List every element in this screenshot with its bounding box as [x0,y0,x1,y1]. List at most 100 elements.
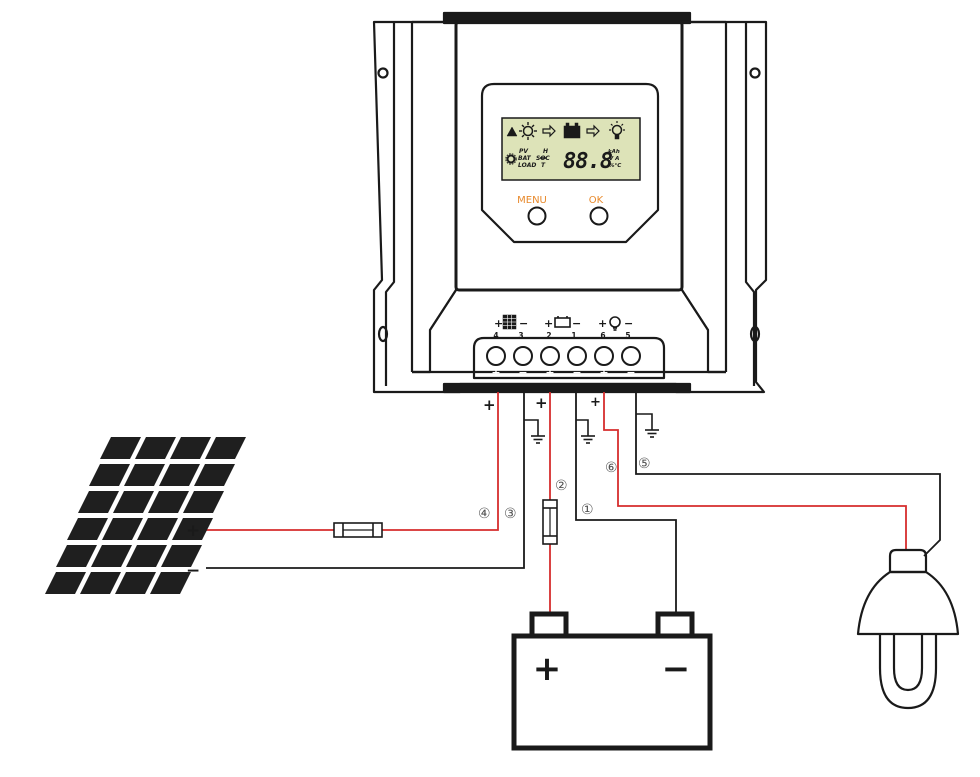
controller-side-left [412,20,458,374]
lcd-icons [505,121,625,165]
terminal-screw-5[interactable] [621,346,641,366]
solar-cell [170,437,211,459]
battery-plus-sign: + [533,649,562,689]
bulb-lcd-icon [611,124,623,136]
pv-group-plus: + [494,317,503,330]
solar-cell [126,545,167,567]
battery-mini-icon [554,316,571,328]
solar-cell [161,545,202,567]
lcd-unit-va: V A [609,156,619,162]
solar-cell [45,572,86,594]
lcd-label-h: H [543,148,548,155]
terminal-number-2: 2 [546,331,551,340]
wire-marker-1: ① [581,502,594,518]
wire-load-negative [635,392,941,557]
terminal-number-3: 3 [518,331,523,340]
panel-plus-sign: + [186,521,200,541]
mount-hole-top-left [377,67,389,79]
warning-icon [506,126,518,137]
terminal-number-4: 4 [493,331,498,340]
controller-side-right [680,20,726,374]
solar-panel [45,437,246,594]
ok-button[interactable] [589,206,609,226]
menu-button[interactable] [527,206,547,226]
gear-icon [506,154,516,164]
pv-lead-plus-sign: + [483,396,496,414]
sun-icon [522,125,534,137]
solar-cell [172,518,213,540]
solar-cell [100,437,141,459]
solar-cell [102,518,143,540]
solar-panel-mini-icon [502,314,517,330]
lamp-cap [888,548,928,574]
terminal-screw-3[interactable] [513,346,533,366]
solar-cell [124,464,165,486]
terminal-number-5: 5 [625,331,630,340]
pv-group-minus: − [519,317,528,330]
lcd-text: PV BAT LOAD H SOC T 88.8 kAh V A %°C [518,148,621,174]
terminal-screw-4[interactable] [486,346,506,366]
battery-terminal-positive [529,611,569,639]
mount-hole-bottom-right [749,325,761,343]
battery-lead-plus-sign: + [535,394,548,412]
solar-cell [150,572,191,594]
menu-button-label: MENU [517,195,547,206]
solar-cell [148,491,189,513]
lamp [856,548,960,710]
lamp-mini-icon [609,316,621,331]
terminal-polarity-2: + [545,366,554,379]
ok-button-label: OK [589,195,604,206]
lcd-label-t: T [541,162,546,169]
wire-pv-negative [206,392,525,569]
solar-cell [205,437,246,459]
terminal-polarity-1: − [572,366,581,379]
load-group-minus: − [624,317,633,330]
controller-flange-left [384,22,414,386]
solar-cell [159,464,200,486]
terminal-number-1: 1 [571,331,576,340]
lcd-label-soc: SOC [536,155,550,162]
terminal-block [472,336,666,380]
battery-lcd-icon [563,125,581,139]
solar-cell [78,491,119,513]
lamp-filament [892,634,924,692]
solar-cell [56,545,97,567]
lcd-label-pv: PV [519,148,529,155]
arrow-right-icon [586,124,600,138]
solar-cell [115,572,156,594]
arrow-right-icon [542,124,556,138]
wire-marker-3: ③ [504,506,517,522]
terminal-polarity-5: − [626,366,635,379]
solar-cell [91,545,132,567]
mount-hole-bottom-left [377,325,389,343]
terminal-number-6: 6 [600,331,605,340]
ground-icon [636,413,659,438]
lcd-unit-kah: kAh [608,149,620,155]
terminal-group-icons: + − + − + − [494,314,633,331]
terminal-polarity-marks: + − + − + − [491,366,635,379]
ground-symbols [524,413,659,444]
load-lead-plus-sign: + [590,395,601,410]
solar-cell [80,572,121,594]
wire-marker-6: ⑥ [605,460,618,476]
bat-group-plus: + [544,317,553,330]
terminal-screw-2[interactable] [540,346,560,366]
wire-markers: ① ② ③ ④ ⑤ ⑥ [478,456,651,522]
terminal-polarity-6: + [599,366,608,379]
terminal-screw-1[interactable] [567,346,587,366]
solar-cell [194,464,235,486]
battery-minus-sign: − [662,649,691,689]
terminal-numbers: 4 3 2 1 6 5 [493,331,630,340]
lcd-unit-pct-degc: %°C [609,163,621,169]
panel-minus-sign: − [186,561,200,581]
solar-cell [67,518,108,540]
display-bezel [480,82,660,244]
wire-marker-2: ② [555,478,568,494]
lcd-digits: 88.8 [563,149,613,174]
fuse-battery [542,499,558,545]
mount-hole-top-right [749,67,761,79]
terminal-polarity-4: + [491,366,500,379]
terminal-screw-6[interactable] [594,346,614,366]
fuse-pv [333,522,383,538]
